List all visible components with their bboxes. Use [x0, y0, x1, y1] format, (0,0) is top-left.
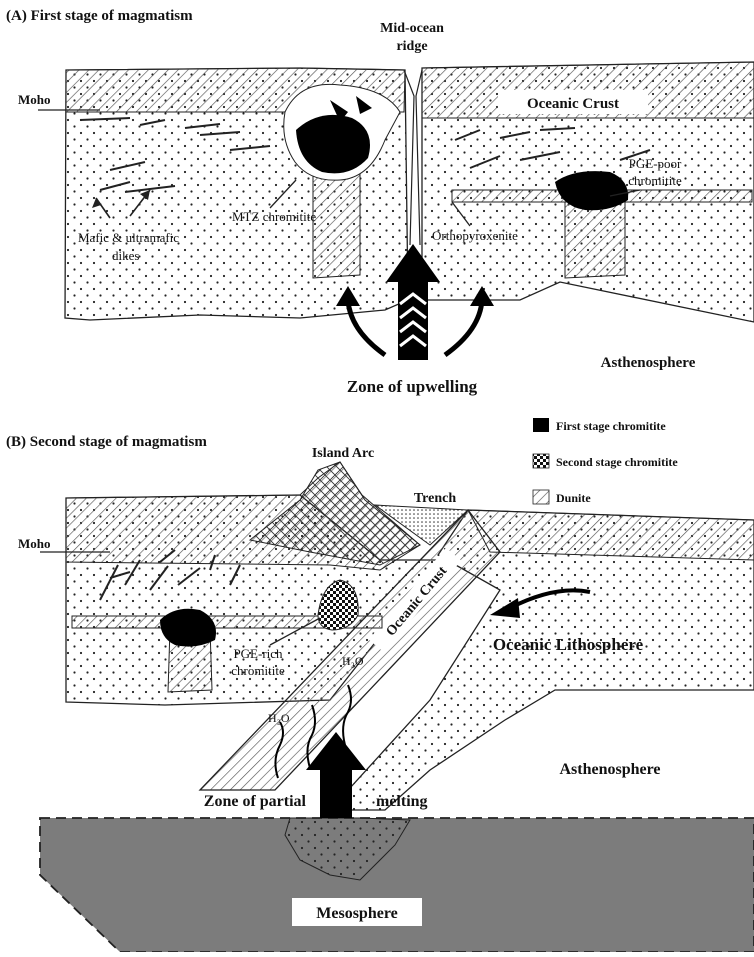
- dikes-label-line1: Mafic & ultramafic: [78, 230, 179, 245]
- subducting-crust-top: [468, 510, 754, 560]
- ridge-label-line2: ridge: [396, 39, 427, 54]
- ridge-right-edge: [416, 70, 422, 245]
- legend-label-first-stage: First stage chromitite: [556, 419, 666, 433]
- island-arc-label: Island Arc: [312, 446, 374, 461]
- orthopyroxenite-label: Orthopyroxenite: [432, 228, 518, 243]
- legend: First stage chromitite Second stage chro…: [533, 418, 678, 505]
- pge-poor-label-line1: PGE-poor: [629, 156, 682, 171]
- upwelling-label: Zone of upwelling: [347, 377, 478, 396]
- ridge-label-line1: Mid-ocean: [380, 21, 444, 36]
- legend-swatch-second-stage: [533, 454, 549, 468]
- asthenosphere-label-a: Asthenosphere: [601, 355, 696, 371]
- oceanic-crust-label-a: Oceanic Crust: [527, 96, 619, 112]
- legend-swatch-dunite: [533, 490, 549, 504]
- oceanic-lithosphere-label: Oceanic Lithosphere: [493, 635, 644, 654]
- dunite-conduit-left: [313, 170, 360, 278]
- legend-label-second-stage: Second stage chromitite: [556, 455, 678, 469]
- pge-rich-label-line1: PGE-rich: [233, 646, 283, 661]
- asthenosphere-label-b: Asthenosphere: [559, 761, 660, 778]
- dunite-conduit-right: [565, 202, 625, 278]
- legend-label-dunite: Dunite: [556, 491, 591, 505]
- moho-label-a: Moho: [18, 92, 51, 107]
- trench-label: Trench: [414, 491, 456, 506]
- upwelling-side-arrow-right: [445, 300, 482, 355]
- h2o-label-upper: H₂O: [342, 654, 364, 668]
- panel-a: (A) First stage of magmatism Oceanic Cru…: [6, 8, 754, 396]
- mtz-label: MTZ chromitite: [232, 209, 316, 224]
- h2o-label-lower: H₂O: [268, 711, 290, 725]
- pge-rich-label-line2: chromitite: [231, 663, 285, 678]
- legend-swatch-first-stage: [533, 418, 549, 432]
- partial-melting-label-left: Zone of partial: [204, 793, 307, 810]
- partial-melting-label-right: melting: [376, 793, 428, 810]
- panel-a-title: (A) First stage of magmatism: [6, 8, 193, 24]
- panel-b: (B) Second stage of magmatism Island Arc…: [6, 434, 754, 952]
- moho-label-b: Moho: [18, 536, 51, 551]
- mesosphere-label: Mesosphere: [316, 905, 397, 922]
- pge-poor-label-line2: chromitite: [628, 173, 682, 188]
- dikes-label-line2: dikes: [112, 248, 139, 263]
- panel-b-title: (B) Second stage of magmatism: [6, 434, 207, 450]
